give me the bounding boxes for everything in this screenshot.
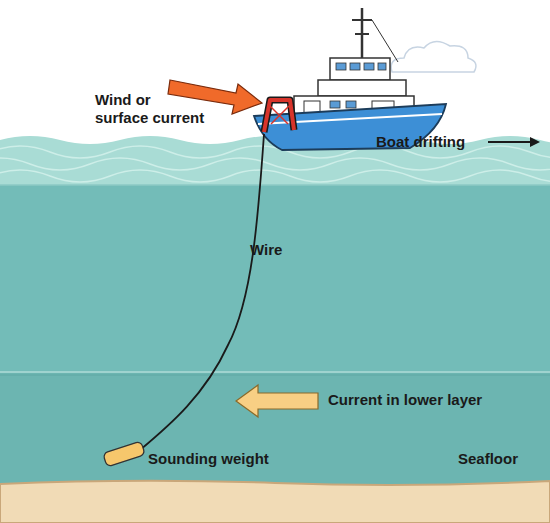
wind-arrow (168, 80, 262, 114)
wind-label: Wind or surface current (95, 91, 223, 127)
seafloor-label: Seafloor (458, 450, 518, 468)
weight-label: Sounding weight (148, 450, 269, 468)
sounding-weight-shape (103, 441, 145, 467)
layer-boundary (0, 375, 550, 376)
wire-label: Wire (250, 241, 282, 259)
wave-lines (0, 146, 550, 182)
lower-water-layer (0, 372, 550, 487)
drift-arrow (488, 141, 532, 143)
cloud (391, 41, 476, 72)
current-label: Current in lower layer (328, 391, 482, 409)
drift-arrowhead (530, 137, 540, 147)
surface-edge (0, 184, 550, 186)
drift-label: Boat drifting (376, 133, 465, 151)
layer-boundary (0, 371, 550, 373)
wrap-spacer (201, 91, 223, 109)
boat (254, 8, 446, 150)
current-arrow (236, 385, 318, 417)
seafloor-sand (0, 481, 550, 523)
